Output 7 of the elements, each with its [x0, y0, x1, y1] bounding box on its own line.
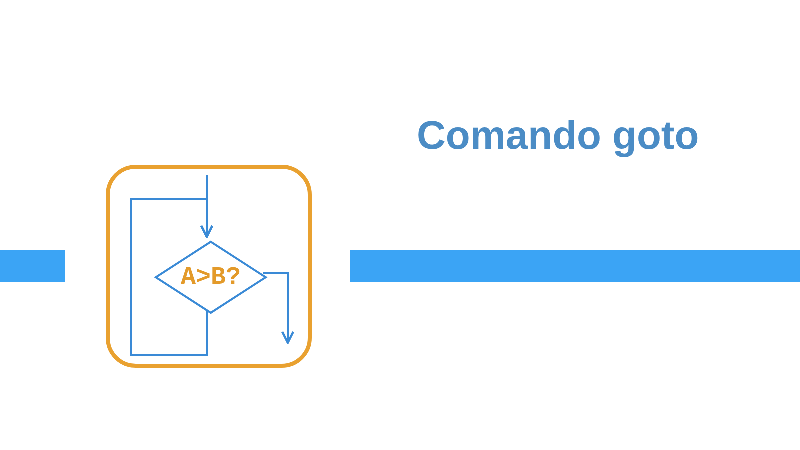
horizontal-bar — [350, 250, 800, 282]
arrow — [263, 272, 295, 344]
horizontal-bar — [0, 250, 65, 282]
rounded-frame — [106, 165, 312, 368]
loop-arrow — [130, 198, 214, 356]
title: Comando goto — [417, 113, 700, 160]
condition-text: A>B? — [181, 266, 241, 288]
